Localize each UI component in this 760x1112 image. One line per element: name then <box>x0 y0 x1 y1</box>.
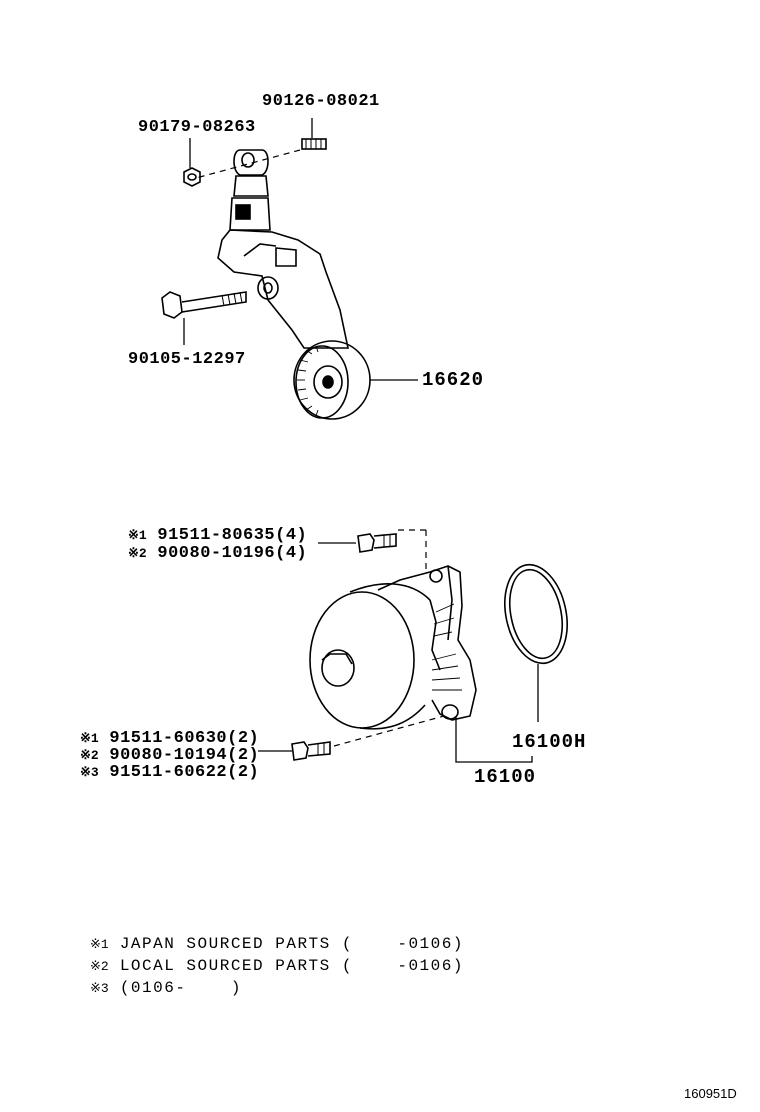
bolt-lower-drawing <box>258 715 445 761</box>
part-label-gasket: 16100H <box>512 731 587 753</box>
gasket-drawing <box>504 563 568 722</box>
bolt-tensioner-drawing <box>161 291 247 345</box>
mark-1: ※1 <box>128 528 147 543</box>
bolt-upper-label-2: ※2 90080-10196(4) <box>128 544 307 564</box>
mark-3: ※3 <box>80 765 99 780</box>
part-label-stud: 90126-08021 <box>262 92 380 111</box>
pump-leader <box>455 716 533 763</box>
note-1: ※1 JAPAN SOURCED PARTS ( -0106) <box>90 934 464 955</box>
bolt-upper-drawing <box>318 529 427 570</box>
bolt-lower-label-2: ※2 90080-10194(2) <box>80 746 259 766</box>
water-pump-drawing <box>309 565 477 730</box>
bolt-lower-label-3: ※3 91511-60622(2) <box>80 763 259 783</box>
note-mark: ※3 <box>90 981 109 996</box>
pulley-drawing <box>293 340 418 420</box>
part-number: 91511-80635(4) <box>157 526 308 545</box>
stud-drawing <box>195 118 327 179</box>
note-3: ※3 (0106- ) <box>90 978 242 999</box>
mark-2: ※2 <box>80 748 99 763</box>
part-number: 91511-60622(2) <box>109 763 260 782</box>
note-mark: ※1 <box>90 937 109 952</box>
part-number: 91511-60630(2) <box>109 729 260 748</box>
note-mark: ※2 <box>90 959 109 974</box>
part-number: 90080-10194(2) <box>109 746 260 765</box>
note-text: LOCAL SOURCED PARTS ( -0106) <box>119 957 464 975</box>
mark-2: ※2 <box>128 546 147 561</box>
diagram-id: 160951D <box>684 1086 737 1101</box>
part-label-tensioner: 16620 <box>422 369 485 391</box>
note-text: JAPAN SOURCED PARTS ( -0106) <box>119 935 464 953</box>
part-label-bolt-tensioner: 90105-12297 <box>128 350 246 369</box>
bolt-lower-label-1: ※1 91511-60630(2) <box>80 729 259 749</box>
part-number: 90080-10196(4) <box>157 544 308 563</box>
nut-drawing <box>183 138 201 187</box>
bolt-upper-label-1: ※1 91511-80635(4) <box>128 526 307 546</box>
tensioner-drawing <box>217 149 349 349</box>
mark-1: ※1 <box>80 731 99 746</box>
part-label-water-pump: 16100 <box>474 766 537 788</box>
note-2: ※2 LOCAL SOURCED PARTS ( -0106) <box>90 956 464 977</box>
note-text: (0106- ) <box>119 979 242 997</box>
part-label-nut: 90179-08263 <box>138 118 256 137</box>
